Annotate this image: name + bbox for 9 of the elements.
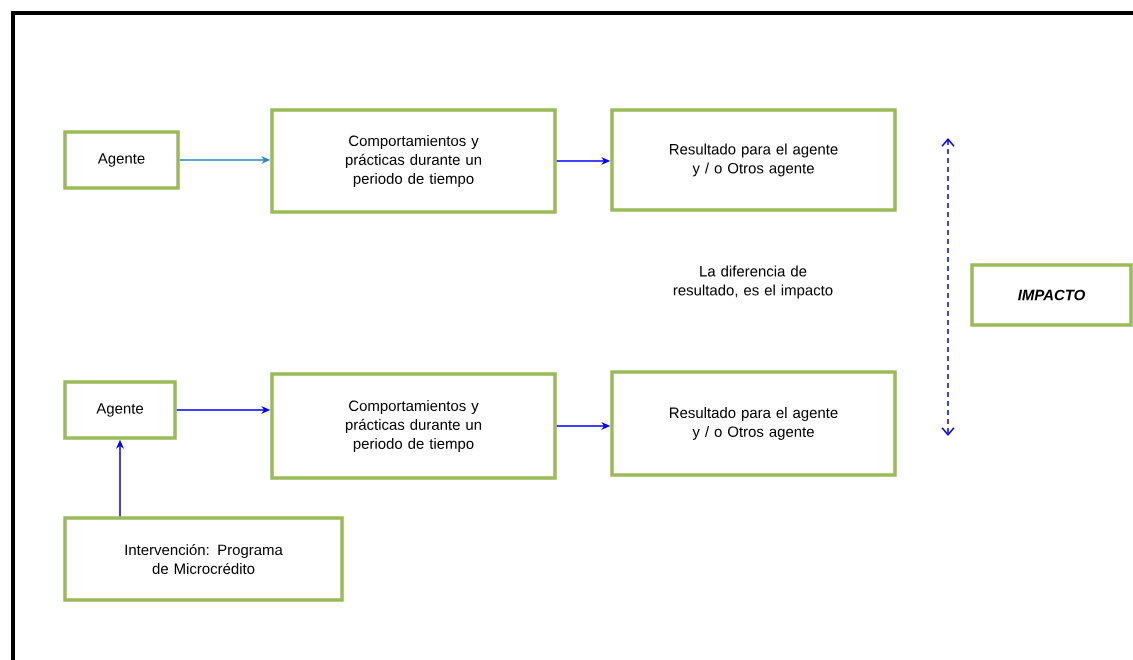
process-box: Agente — [63, 380, 177, 440]
process-box: Resultado para el agente y / o Otros agente — [610, 108, 897, 212]
process-box: Agente — [63, 130, 180, 190]
process-box: Resultado para el agente y / o Otros agente — [610, 370, 897, 477]
process-box: Intervención: Programa de Microcrédito — [63, 516, 344, 602]
note-text: La diferencia de resultado, es el impacto — [673, 265, 833, 299]
process-box: Comportamientos y prácticas durante un periodo de tiempo — [270, 372, 557, 480]
process-box: Comportamientos y prácticas durante un periodo de tiempo — [270, 108, 557, 214]
process-box: IMPACTO — [970, 263, 1133, 327]
